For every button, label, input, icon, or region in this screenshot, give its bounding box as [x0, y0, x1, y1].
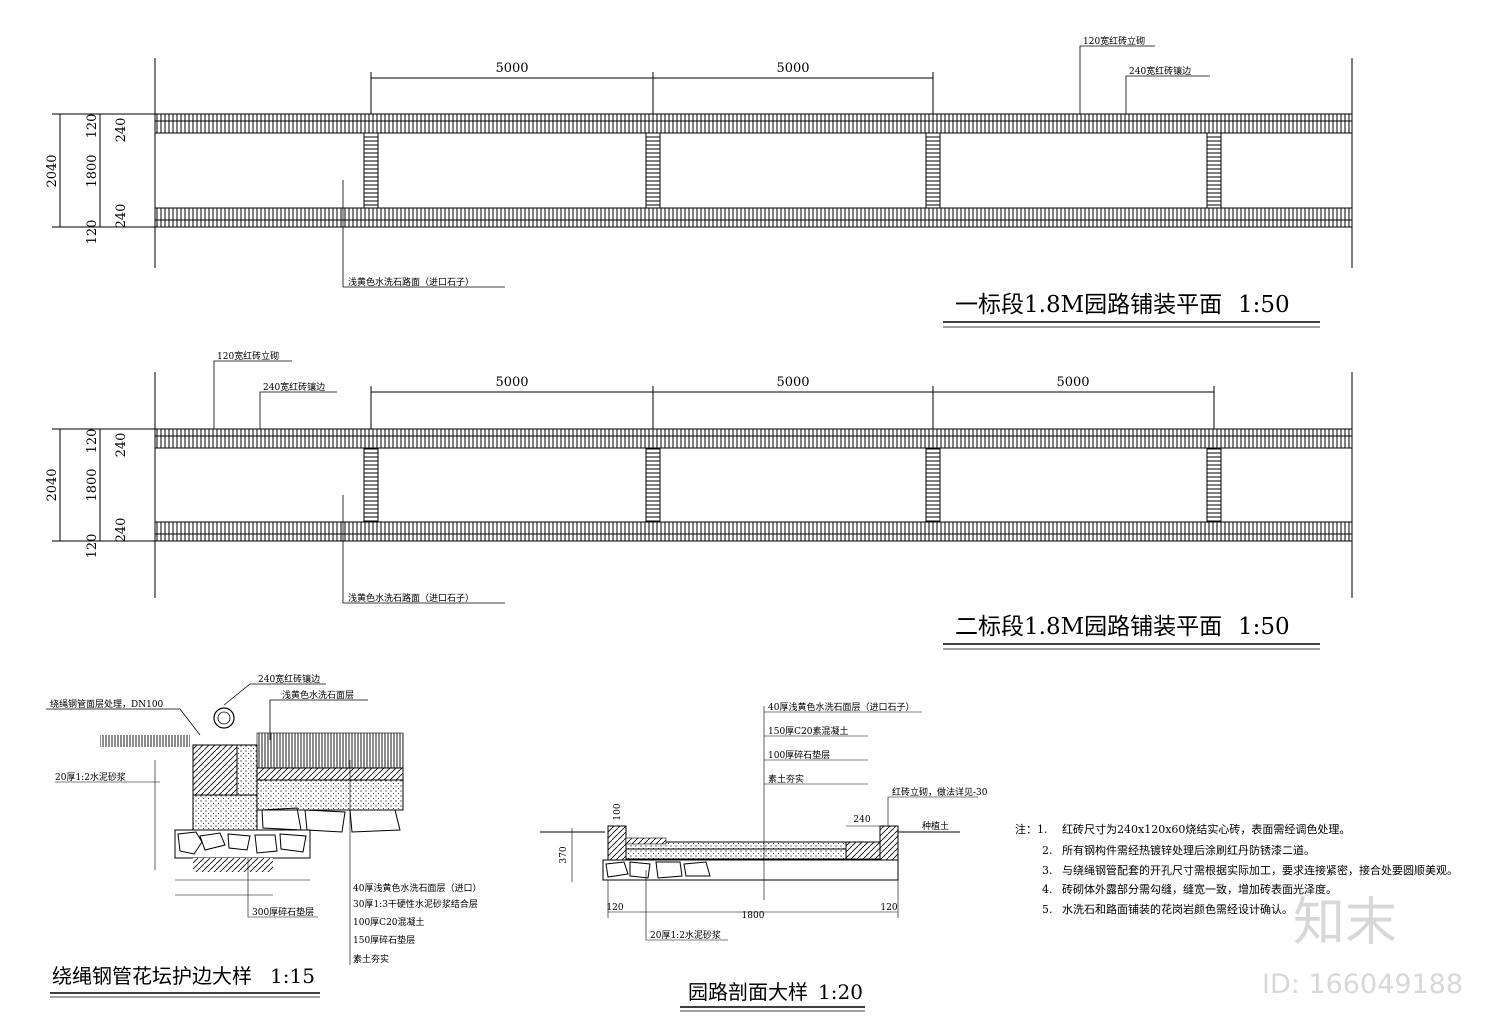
detail1-label-l5: 素土夯实 [353, 953, 389, 965]
detail1-label-l3: 100厚C20混凝土 [353, 916, 425, 928]
detail2-dim-side: 120 [880, 903, 897, 913]
detail2-label-grass: 种植土 [922, 820, 949, 832]
detail2-dim-width: 1800 [742, 911, 765, 921]
plan1-title: 一标段1.8M园路铺装平面 [955, 292, 1222, 318]
gravel-base [602, 859, 899, 881]
plan1-dim-span: 5000 [776, 61, 809, 76]
detail2-dim-curb: 240 [853, 815, 870, 825]
gravel-layer [174, 829, 311, 859]
plan1-dim-total: 2040 [45, 154, 60, 187]
plan1-bottom-brick-band [154, 207, 1353, 228]
plan2-dim-band: 240 [114, 518, 129, 543]
plan1-scale: 1:50 [1238, 292, 1290, 318]
plan1-label-band-brick: 240宽红砖镶边 [1129, 65, 1191, 77]
detail2-title: 园路剖面大样 [688, 980, 808, 1004]
detail2-dim-side: 120 [606, 903, 623, 913]
notes-block: 注：1. 红砖尺寸为240x120x60烧结实心砖，表面需经调色处理。 2. 所… [1015, 822, 1458, 916]
curb-left [607, 825, 627, 861]
detail1-scale: 1:15 [270, 964, 315, 988]
plan2-dim-total: 2040 [45, 468, 60, 501]
detail1-label-l4: 150厚碎石垫层 [353, 934, 415, 946]
detail2-label-l2: 150厚C20素混凝土 [768, 725, 849, 737]
detail1-label-surface: 浅黄色水洗石面层 [282, 689, 354, 701]
plan1-cross-band [363, 132, 379, 209]
plan2-dim-edge: 120 [85, 534, 100, 559]
notes-line: 砖砌体外露部分需勾缝，缝宽一致，增加砖表面光泽度。 [1062, 882, 1337, 896]
rope-pipe-icon [213, 707, 235, 729]
plan1-cross-band [925, 132, 941, 209]
plan2-cross-band [925, 447, 941, 523]
detail2-scale: 1:20 [818, 980, 863, 1004]
plan1-dim-band: 240 [114, 204, 129, 229]
plan2-dim-span: 5000 [1056, 375, 1089, 390]
detail1-label-rope-pipe: 绕绳钢管面层处理，DN100 [50, 698, 164, 710]
plan2-dim-inner: 1800 [85, 468, 100, 501]
detail1-label-l6: 300厚碎石垫层 [252, 906, 314, 918]
detail1-label-l2: 30厚1:3干硬性水泥砂浆结合层 [353, 898, 478, 910]
detail2-label-l3: 100厚碎石垫层 [768, 749, 830, 761]
plan2-cross-band [363, 447, 379, 523]
plan2-dim-span: 5000 [495, 375, 528, 390]
plan1-cross-band [1206, 132, 1222, 209]
watermark-id: ID: 166049188 [1262, 969, 1463, 1000]
plan2-label-edge-brick: 120宽红砖立砌 [217, 350, 279, 362]
notes-line: 与绕绳钢管配套的开孔尺寸需根据实际加工，要求连接紧密，接合处要圆顺美观。 [1062, 863, 1458, 877]
plan-1: 5000 5000 2040 1800 120 240 120 240 120宽… [45, 35, 1353, 328]
notes-head: 注：1. [1015, 822, 1048, 836]
notes-num: 4. [1042, 883, 1053, 896]
plan2-scale: 1:50 [1238, 614, 1290, 640]
plan1-dim-edge: 120 [85, 220, 100, 245]
plan2-label-surface: 浅黄色水洗石路面（进口石子） [348, 592, 474, 604]
detail1-label-brick-side: 240宽红砖镶边 [258, 673, 320, 685]
detail-2-section: 1800 120 120 370 100 240 40厚浅黄色水洗石面层（进口石… [540, 701, 988, 1012]
notes-num: 2. [1042, 844, 1053, 857]
detail1-label-fill: 20厚1:2水泥砂浆 [55, 771, 126, 783]
notes-line: 红砖尺寸为240x120x60烧结实心砖，表面需经调色处理。 [1062, 822, 1350, 836]
detail2-label-l1: 40厚浅黄色水洗石面层（进口石子） [768, 701, 914, 713]
notes-line: 水洗石和路面铺装的花岗岩颜色需经设计确认。 [1062, 902, 1293, 916]
detail1-title: 绕绳钢管花坛护边大样 [52, 964, 252, 988]
plan1-dim-edge: 120 [85, 114, 100, 139]
detail2-label-l4: 素土夯实 [768, 773, 804, 785]
detail2-label-l5: 20厚1:2水泥砂浆 [650, 929, 721, 941]
plan2-title: 二标段1.8M园路铺装平面 [955, 614, 1222, 640]
plan1-dim-span: 5000 [495, 61, 528, 76]
plan1-label-surface: 浅黄色水洗石路面（进口石子） [348, 276, 474, 288]
grass-icon [100, 735, 190, 747]
plan2-dim-edge: 120 [85, 429, 100, 454]
detail2-label-brick: 红砖立砌，做法详见-30 [892, 786, 988, 798]
plan1-label-edge-brick: 120宽红砖立砌 [1083, 35, 1145, 47]
detail-1-section: 绕绳钢管面层处理，DN100 240宽红砖镶边 浅黄色水洗石面层 20厚1:2水… [46, 673, 481, 998]
plan2-bottom-brick-band [154, 521, 1353, 542]
curb-right [879, 825, 899, 861]
plan1-top-brick-band [154, 113, 1353, 134]
plan1-dim-band: 240 [114, 118, 129, 143]
detail1-label-l1: 40厚浅黄色水洗石面层（进口） [353, 882, 481, 894]
notes-num: 3. [1042, 864, 1053, 877]
watermark-logo: 知末 [1293, 893, 1397, 953]
notes-num: 5. [1042, 903, 1053, 916]
detail2-dim-depth: 370 [559, 846, 569, 863]
plan-2: 5000 5000 5000 2040 1800 120 240 120 240… [45, 350, 1353, 650]
plan2-cross-band [645, 447, 661, 523]
plan2-label-band-brick: 240宽红砖镶边 [263, 381, 325, 393]
plan2-dim-span: 5000 [776, 375, 809, 390]
plan2-top-brick-band [154, 428, 1353, 449]
plan2-dim-band: 240 [114, 433, 129, 458]
plan1-dim-inner: 1800 [85, 154, 100, 187]
plan2-cross-band [1206, 447, 1222, 523]
detail2-dim-rise: 100 [613, 803, 623, 820]
notes-line: 所有钢构件需经热镀锌处理后涂刷红丹防锈漆二道。 [1062, 843, 1315, 857]
plan1-cross-band [645, 132, 661, 209]
